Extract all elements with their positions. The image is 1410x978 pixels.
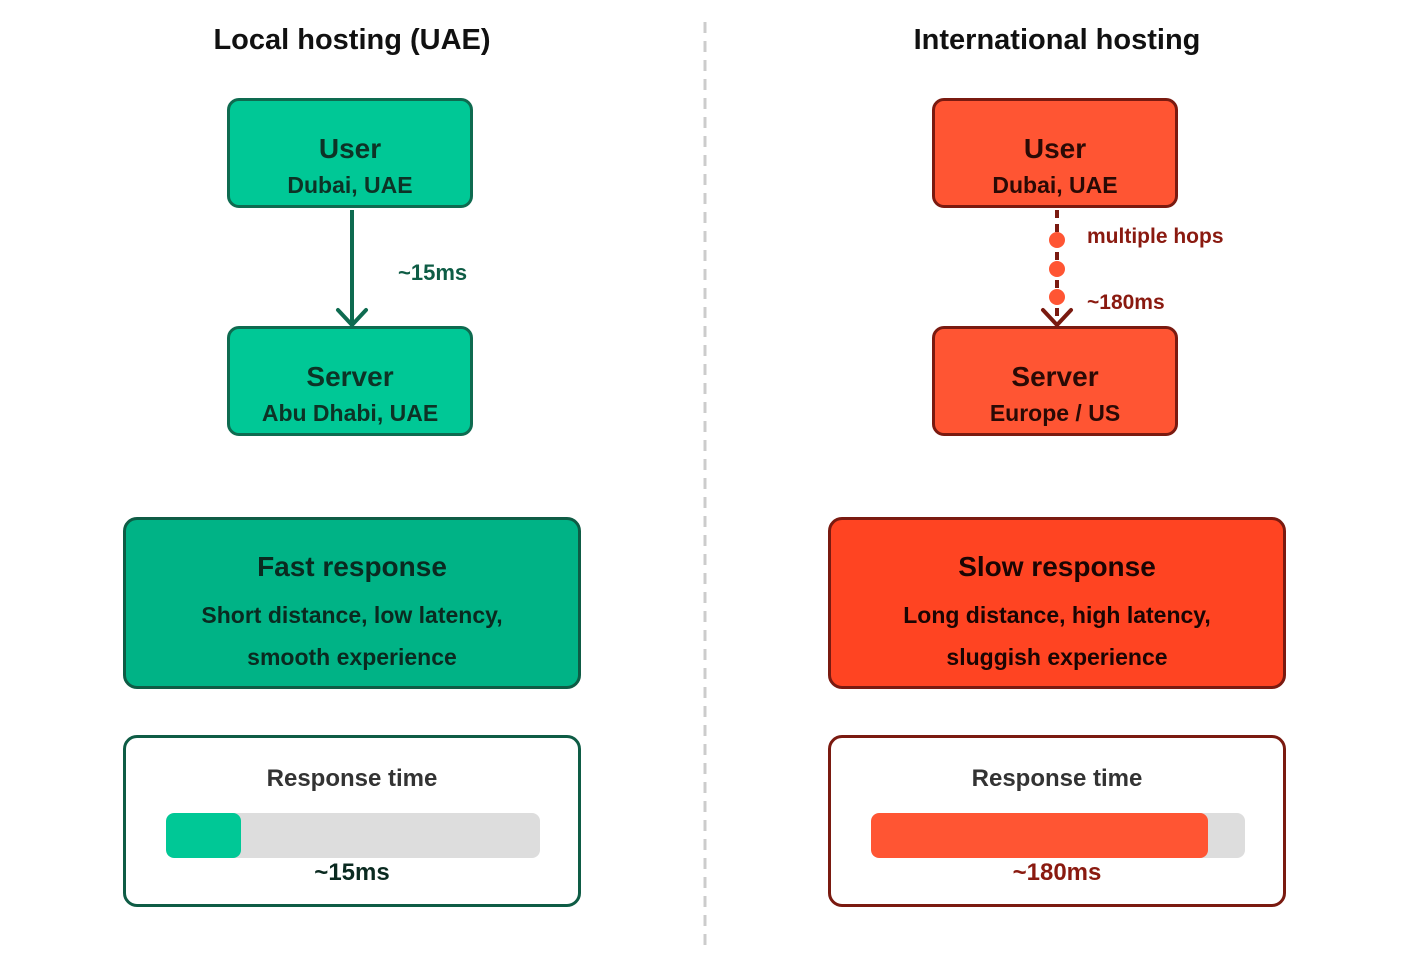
local-hosting-title: Local hosting (UAE) [213, 24, 491, 56]
local-response-meter: Response time ~15ms [123, 735, 581, 907]
intl-meter-track [871, 813, 1245, 858]
intl-summary-line1: Long distance, high latency, [903, 602, 1211, 628]
intl-hops-label: multiple hops [1087, 225, 1224, 248]
intl-response-meter: Response time ~180ms [828, 735, 1286, 907]
local-user-node: User Dubai, UAE [227, 98, 473, 208]
intl-summary-title: Slow response [958, 551, 1156, 582]
local-summary-desc: Short distance, low latency, smooth expe… [156, 594, 548, 678]
local-server-title: Server [306, 361, 394, 392]
hop-dot [1049, 289, 1065, 305]
intl-meter-fill [871, 813, 1208, 858]
local-arrow [336, 210, 368, 327]
local-server-node: Server Abu Dhabi, UAE [227, 326, 473, 436]
local-summary-title: Fast response [257, 551, 447, 582]
local-user-title: User [318, 133, 382, 164]
local-summary-box: Fast response Short distance, low latenc… [123, 517, 581, 689]
intl-hops-arrow [1041, 210, 1073, 327]
hop-dot [1049, 261, 1065, 277]
local-meter-track [166, 813, 540, 858]
intl-meter-label: Response time [971, 765, 1143, 792]
local-summary-line2: smooth experience [247, 644, 457, 670]
intl-user-node: User Dubai, UAE [932, 98, 1178, 208]
intl-summary-box: Slow response Long distance, high latenc… [828, 517, 1286, 689]
center-divider [703, 22, 707, 952]
local-user-location: Dubai, UAE [287, 172, 413, 198]
local-latency-label: ~15ms [398, 260, 468, 285]
local-summary-line1: Short distance, low latency, [201, 602, 503, 628]
intl-meter-value: ~180ms [1012, 859, 1102, 886]
intl-latency-label: ~180ms [1087, 291, 1165, 314]
intl-server-node: Server Europe / US [932, 326, 1178, 436]
local-server-location: Abu Dhabi, UAE [261, 400, 439, 426]
international-hosting-title: International hosting [913, 24, 1201, 56]
local-meter-value: ~15ms [314, 859, 390, 886]
local-meter-label: Response time [266, 765, 438, 792]
local-meter-fill [166, 813, 241, 858]
intl-user-title: User [1023, 133, 1087, 164]
intl-summary-desc: Long distance, high latency, sluggish ex… [861, 594, 1253, 678]
intl-server-title: Server [1011, 361, 1099, 392]
intl-summary-line2: sluggish experience [946, 644, 1168, 670]
intl-user-location: Dubai, UAE [992, 172, 1118, 198]
hop-dot [1049, 232, 1065, 248]
intl-server-location: Europe / US [989, 400, 1121, 426]
